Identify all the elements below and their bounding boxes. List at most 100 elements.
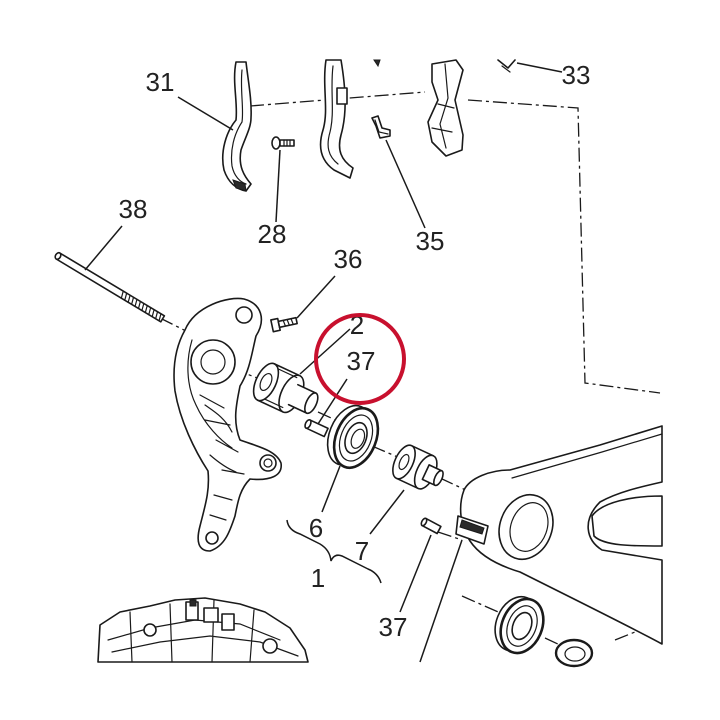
lower-bearing-inner (511, 611, 533, 641)
part-7-left-face (392, 444, 416, 480)
part-7-bushing (392, 444, 444, 490)
upper-center-bracket (319, 59, 381, 179)
lower-right-bearing (494, 595, 545, 655)
assembly-1-brace (286, 519, 382, 584)
part-31-bracket (221, 61, 252, 192)
part-6-inner-race (344, 421, 368, 455)
part-38-rod (54, 251, 166, 323)
part-35-edge (374, 119, 389, 135)
knuckle-inner-ribs (187, 339, 245, 521)
part-28-threads (283, 139, 291, 147)
part-31-tab (232, 179, 247, 192)
part-2-shade (264, 368, 298, 409)
part-31-body (221, 61, 252, 192)
upper-right-cover-face (431, 103, 455, 133)
axis-lower-right (461, 595, 661, 646)
swingarm-upper-edge (511, 433, 663, 479)
upper-right-cover (427, 59, 464, 157)
lower-right-washer (554, 638, 594, 668)
engine-fitting-1 (143, 623, 157, 637)
part-31-inner-edge (230, 69, 247, 185)
highlight-circle (314, 313, 406, 405)
engine-connector-2 (203, 607, 219, 623)
callout-labels: 31 33 28 35 38 36 2 37 6 7 1 37 (119, 60, 591, 642)
part-6-bearing (326, 404, 380, 470)
upper-center-bracket-tip (373, 59, 381, 68)
callout-35: 35 (416, 226, 445, 256)
mounting-knuckle (173, 297, 282, 552)
engine-assembly (97, 597, 309, 663)
engine-fitting-2 (262, 638, 278, 654)
leader-33 (516, 62, 563, 73)
part-2-bore (259, 372, 273, 392)
part-28-head (271, 136, 281, 150)
engine-connector-3 (221, 613, 235, 631)
swingarm-pin-hole (459, 519, 485, 535)
knuckle-web (204, 404, 237, 473)
leader-36 (296, 275, 336, 319)
part-6-bore (350, 428, 366, 449)
part-2-body (257, 363, 300, 412)
axis-pivot (231, 367, 471, 493)
upper-center-bracket-clip (336, 87, 348, 105)
callout-37-lower: 37 (379, 612, 408, 642)
upper-right-cover-ridge (439, 63, 449, 149)
leader-2 (299, 328, 351, 375)
knuckle-bottom-hole (205, 531, 219, 545)
part-33-edge (501, 65, 511, 73)
callout-6: 6 (309, 513, 323, 543)
upper-center-bracket-body (319, 59, 354, 179)
callout-36: 36 (334, 244, 363, 274)
callout-31: 31 (146, 67, 175, 97)
knuckle-right-hole-inner (263, 458, 273, 468)
knuckle-pivot-hole (200, 349, 226, 375)
axis-lower-pin (437, 531, 463, 541)
part-38-end (54, 251, 62, 261)
part-7-body (396, 445, 434, 489)
leader-7 (369, 489, 405, 535)
callout-38: 38 (119, 194, 148, 224)
part-2-neck-outline (287, 383, 317, 414)
part-36-threads (282, 318, 294, 327)
swingarm-slot (591, 495, 663, 547)
part-7-bore (398, 453, 410, 471)
callout-7: 7 (355, 536, 369, 566)
part-37-upper-pin (304, 418, 329, 438)
leader-37-upper (317, 378, 348, 425)
leader-38 (84, 225, 123, 271)
part-2-outline (256, 363, 301, 413)
knuckle-right-hole (259, 454, 277, 472)
part-2-right-face (304, 392, 319, 415)
part-38-shaft (55, 252, 166, 323)
swingarm-body (459, 425, 663, 645)
callout-2: 2 (350, 310, 364, 340)
engine-housing (97, 597, 309, 663)
part-7-outline (395, 444, 435, 490)
leader-swingarm (419, 539, 463, 663)
engine-fastener (189, 599, 197, 607)
upper-center-bracket-edge (327, 65, 339, 165)
leader-6 (321, 465, 341, 513)
part-6-seal (338, 414, 374, 462)
swingarm-pivot-bore (509, 502, 549, 552)
swingarm (455, 425, 663, 645)
lower-washer-inner (564, 646, 586, 662)
part-35-body (371, 115, 391, 139)
part-2-left-face (252, 362, 280, 402)
leader-lines (84, 62, 563, 663)
part-28-screw (271, 136, 295, 150)
part-36-bolt (270, 316, 298, 333)
callout-1: 1 (311, 563, 325, 593)
part-37-lower-end (420, 517, 428, 527)
leader-37-lower (399, 534, 432, 613)
callout-28: 28 (258, 219, 287, 249)
lower-bearing-seal (506, 605, 538, 647)
part-33-body (497, 59, 516, 69)
part-38-threads (120, 290, 162, 322)
leader-28 (275, 149, 281, 223)
part-2-bushing (252, 362, 319, 415)
part-35-spring-clip (371, 115, 391, 139)
knuckle-pivot-boss (190, 339, 236, 385)
part-7-neck-end (433, 469, 444, 487)
